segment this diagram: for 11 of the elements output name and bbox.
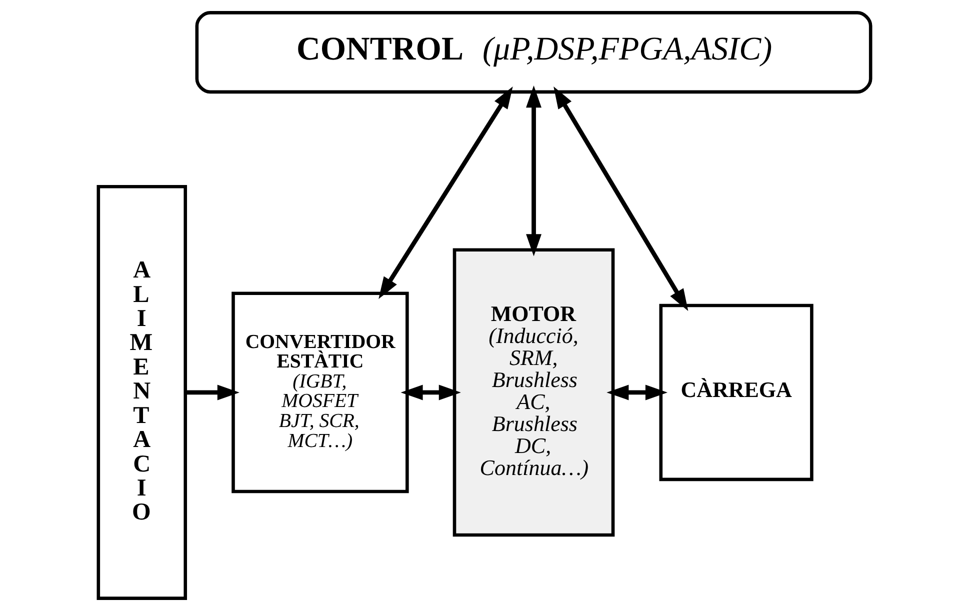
node-box: MOTOR (Inducció, SRM, Brushless AC, Brushless DC, Contínua…) (452, 248, 615, 537)
node-box: CÀRREGA (659, 304, 814, 482)
arrow (400, 384, 461, 400)
arrow (554, 86, 688, 312)
node-box: A L I M E N T A C I O (96, 184, 188, 600)
node-box: CONTROL (μP,DSP,FPGA,ASIC) (195, 11, 872, 94)
arrow (606, 384, 668, 400)
arrow (378, 86, 513, 299)
arrow (185, 384, 240, 400)
arrow (526, 86, 542, 256)
node-box: CONVERTIDOR ESTÀTIC (IGBT, MOSFET BJT, SCR, MCT…) (232, 292, 409, 494)
